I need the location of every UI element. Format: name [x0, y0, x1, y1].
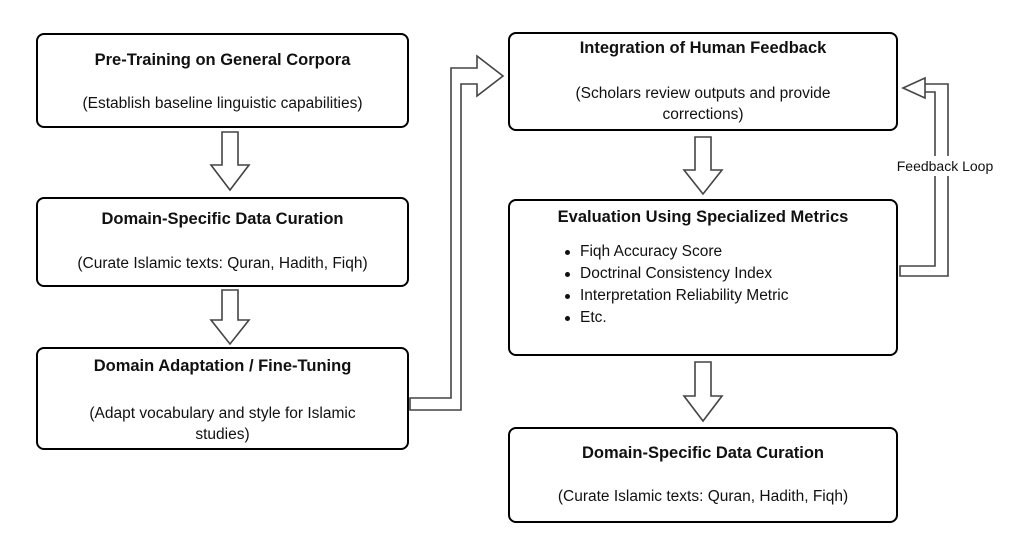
metrics-list: Fiqh Accuracy Score Doctrinal Consistenc…: [562, 241, 788, 329]
feedback-loop-label: Feedback Loop: [883, 156, 1007, 176]
list-item: Fiqh Accuracy Score: [562, 241, 788, 263]
box-domain-curation-right: Domain-Specific Data Curation (Curate Is…: [508, 427, 898, 523]
box-title: Domain Adaptation / Fine-Tuning: [93, 357, 352, 375]
arrow-down-feedback-to-evaluation: [682, 136, 724, 196]
box-human-feedback: Integration of Human Feedback (Scholars …: [508, 32, 898, 131]
box-description: (Curate Islamic texts: Quran, Hadith, Fi…: [77, 255, 368, 272]
box-evaluation: Evaluation Using Specialized Metrics Fiq…: [508, 199, 898, 356]
list-item: Doctrinal Consistency Index: [562, 263, 788, 285]
box-title: Pre-Training on General Corpora: [94, 51, 351, 69]
box-title: Domain-Specific Data Curation: [101, 210, 344, 228]
arrow-down-pretraining-to-curation: [209, 131, 251, 192]
list-item: Etc.: [562, 307, 788, 329]
arrow-feedback-loop: [899, 76, 949, 277]
arrow-elbow-adaptation-to-feedback: [409, 54, 505, 411]
box-description: (Scholars review outputs and provide cor…: [510, 83, 896, 125]
description-line: studies): [195, 426, 250, 443]
box-title: Evaluation Using Specialized Metrics: [557, 208, 849, 226]
box-title: Integration of Human Feedback: [579, 39, 827, 57]
box-description: (Adapt vocabulary and style for Islamic …: [38, 403, 407, 445]
box-description: (Establish baseline linguistic capabilit…: [82, 95, 363, 112]
box-domain-curation-left: Domain-Specific Data Curation (Curate Is…: [36, 197, 409, 287]
box-description: (Curate Islamic texts: Quran, Hadith, Fi…: [557, 488, 849, 505]
list-item: Interpretation Reliability Metric: [562, 285, 788, 307]
description-line: (Adapt vocabulary and style for Islamic: [89, 405, 356, 422]
box-pretraining: Pre-Training on General Corpora (Establi…: [36, 33, 409, 128]
box-domain-adaptation: Domain Adaptation / Fine-Tuning (Adapt v…: [36, 347, 409, 450]
description-line: (Scholars review outputs and provide: [575, 85, 831, 102]
box-title: Domain-Specific Data Curation: [581, 444, 825, 462]
arrow-down-evaluation-to-curation: [682, 361, 724, 423]
arrow-down-curation-to-adaptation: [209, 289, 251, 346]
description-line: corrections): [662, 106, 744, 123]
